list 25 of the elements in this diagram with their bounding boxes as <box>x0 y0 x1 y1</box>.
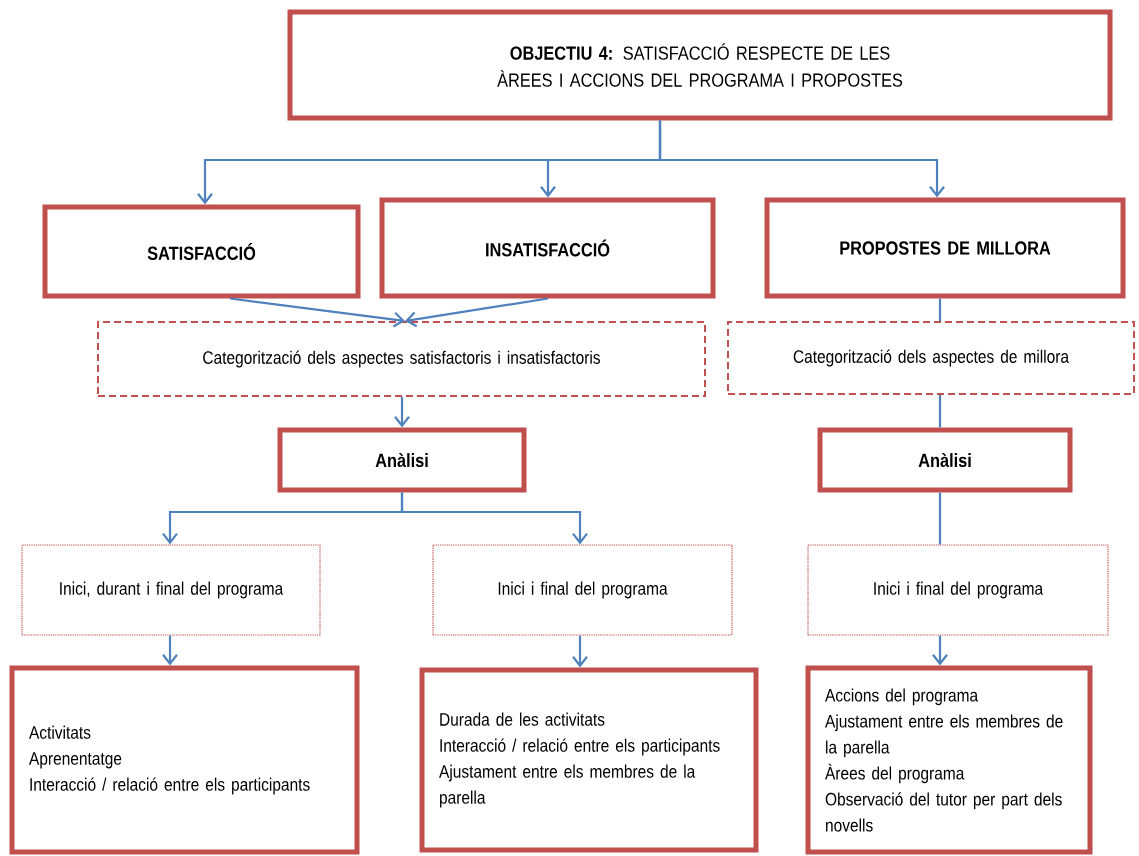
arrow <box>162 635 178 666</box>
arrow <box>400 492 588 545</box>
categorization-box: Categorització dels aspectes de millora <box>727 321 1135 395</box>
aspect-list-box: Durada de les activitats Interacció / relació entre els participants Ajustament entre els membres de la parella <box>419 667 759 853</box>
arrow <box>932 635 948 666</box>
category-box: PROPOSTES DE MILLORA <box>764 197 1126 299</box>
connector-line <box>938 492 942 545</box>
connector-line <box>938 298 942 321</box>
category-box: SATISFACCIÓ <box>42 204 361 299</box>
connector-line <box>938 395 942 428</box>
arrow <box>658 120 945 198</box>
aspect-list-box: Activitats Aprenentatge Interacció / relació entre els participants <box>9 665 360 855</box>
category-box: Anàlisi <box>277 427 527 493</box>
category-box: INSATISFACCIÓ <box>379 197 716 299</box>
categorization-box: Categorització dels aspectes satisfactoris i insatisfactoris <box>97 321 706 397</box>
period-box: Inici i final del programa <box>807 544 1109 636</box>
arrow <box>394 397 410 428</box>
category-box: Anàlisi <box>817 427 1073 493</box>
objective-box: OBJECTIU 4: SATISFACCIÓ RESPECTE DE LES ÀREES I ACCIONS DEL PROGRAMA I PROPOSTES <box>287 9 1113 121</box>
arrow <box>405 297 549 328</box>
period-box: Inici i final del programa <box>432 544 733 636</box>
arrow <box>229 297 405 328</box>
arrow <box>572 635 588 668</box>
period-box: Inici, durant i final del programa <box>21 544 321 636</box>
aspect-list-box: Accions del programa Ajustament entre els membres de la parella Àrees del programa Observació del tutor per part dels novells <box>805 665 1093 855</box>
